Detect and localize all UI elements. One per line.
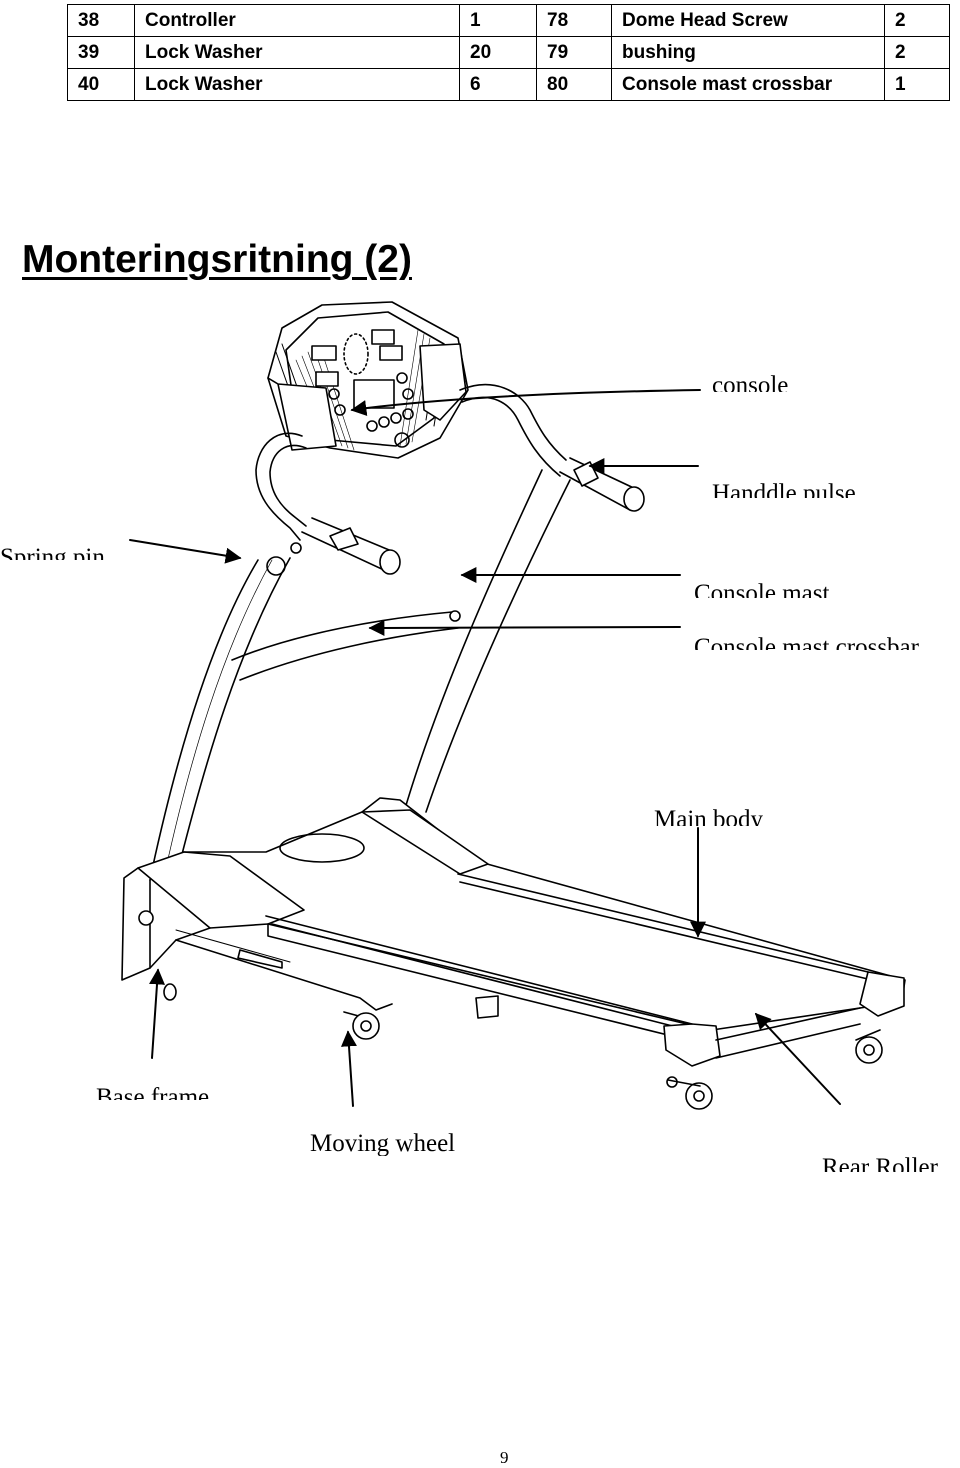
label-handdle-pulse: Handdle pulse [712,480,856,498]
part-name: Dome Head Screw [611,4,885,37]
part-number: 80 [536,68,612,101]
part-name: Console mast crossbar [611,68,885,101]
console-masts [149,469,571,881]
label-moving-wheel: Moving wheel [310,1130,456,1156]
part-name: Lock Washer [134,36,460,69]
console [267,301,469,459]
part-number: 39 [67,36,135,69]
leader-rear-roller [754,1012,841,1105]
table-row: 38 Controller 1 78 Dome Head Screw 2 [67,4,950,37]
part-qty: 2 [884,4,950,37]
part-number: 38 [67,4,135,37]
part-number: 40 [67,68,135,101]
part-name: Controller [134,4,460,37]
treadmill-assembly-drawing [121,301,906,1110]
label-spring-pin: Spring pin [0,544,105,560]
leader-moving-wheel [340,1030,357,1107]
part-name: Lock Washer [134,68,460,101]
handlebars [255,383,645,576]
label-console-mast: Console mast [694,580,830,598]
label-main-body: Main body [654,806,764,826]
part-number: 79 [536,36,612,69]
table-row: 39 Lock Washer 20 79 bushing 2 [67,36,950,69]
label-console: console [712,372,789,392]
page-number: 9 [500,1448,509,1467]
parts-table: 38 Controller 1 78 Dome Head Screw 2 39 … [67,4,950,101]
part-qty: 1 [884,68,950,101]
label-base-frame: Base frame [96,1084,210,1100]
part-qty: 6 [459,68,537,101]
part-qty: 1 [459,4,537,37]
part-qty: 20 [459,36,537,69]
leader-spring-pin [129,539,242,564]
part-number: 78 [536,4,612,37]
part-qty: 2 [884,36,950,69]
leader-console [350,389,701,416]
label-rear-roller: Rear Roller [822,1154,938,1172]
table-row: 40 Lock Washer 6 80 Console mast crossba… [67,68,950,101]
wheels [343,1011,883,1110]
label-console-mast-crossbar: Console mast crossbar [694,634,919,650]
section-title: Monteringsritning (2) [22,238,412,281]
part-name: bushing [611,36,885,69]
leader-console-mast-crossbar [368,619,681,636]
leader-base-frame [149,968,166,1059]
main-body [121,797,906,1067]
leader-lines [129,389,841,1107]
